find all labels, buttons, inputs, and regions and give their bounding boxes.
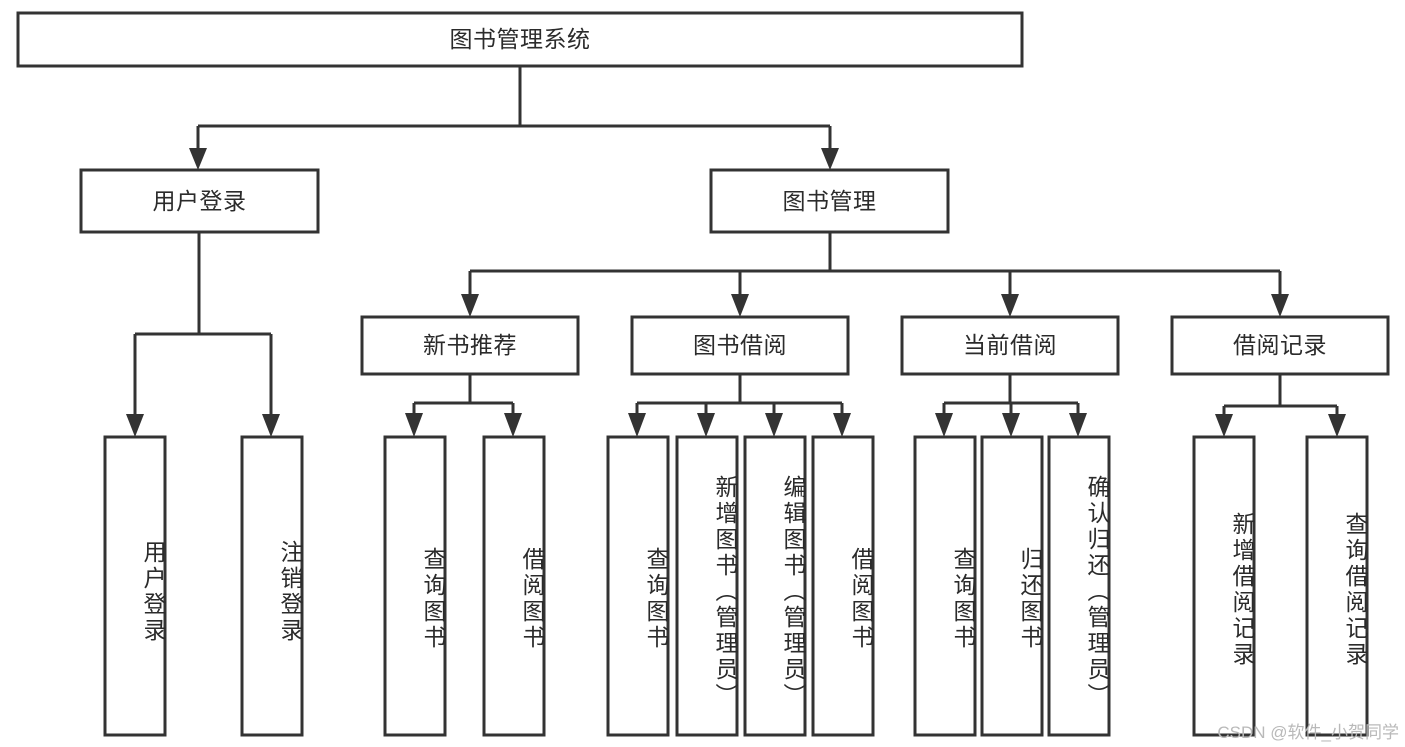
leaf-box-query-borrow-record[interactable] — [1305, 435, 1369, 737]
leaf-box-borrow-book[interactable] — [811, 435, 875, 737]
arrowhead-bookborrow-leaf-4 — [833, 413, 851, 437]
node-book-borrow-box[interactable] — [630, 315, 850, 376]
arrowhead-borrow-record — [1271, 294, 1289, 317]
arrowhead-newbook-leaf-1 — [405, 413, 423, 437]
arrowhead-book-mgmt — [821, 148, 839, 170]
leaf-box-confirm-return-admin[interactable] — [1047, 435, 1111, 737]
node-borrow-record-box[interactable] — [1170, 315, 1390, 376]
arrowhead-currentborrow-leaf-3 — [1069, 413, 1087, 437]
leaf-box-user-login[interactable] — [103, 435, 167, 737]
arrowhead-leaf-user-login — [126, 414, 144, 437]
leaf-box-add-borrow-record[interactable] — [1192, 435, 1256, 737]
leaf-box-query-book-current[interactable] — [913, 435, 977, 737]
arrowhead-current-borrow — [1001, 294, 1019, 317]
node-root-box[interactable] — [16, 11, 1024, 68]
arrowhead-leaf-logout — [262, 414, 280, 437]
leaf-box-query-book-borrow[interactable] — [606, 435, 670, 737]
node-new-book-box[interactable] — [360, 315, 580, 376]
arrowhead-book-borrow — [731, 294, 749, 317]
arrowhead-new-book — [461, 294, 479, 317]
leaf-box-borrow-book-newbook[interactable] — [482, 435, 546, 737]
node-user-login-box[interactable] — [79, 168, 320, 234]
node-book-management-box[interactable] — [709, 168, 950, 234]
arrowhead-borrowrecord-leaf-2 — [1328, 414, 1346, 437]
leaf-box-edit-book-admin[interactable] — [743, 435, 807, 737]
arrowhead-user-login — [189, 148, 207, 170]
leaf-box-return-book[interactable] — [980, 435, 1044, 737]
node-current-borrow-box[interactable] — [900, 315, 1120, 376]
arrowhead-bookborrow-leaf-3 — [765, 413, 783, 437]
arrowhead-bookborrow-leaf-1 — [628, 413, 646, 437]
leaf-box-logout[interactable] — [240, 435, 304, 737]
arrowhead-currentborrow-leaf-2 — [1002, 413, 1020, 437]
leaf-box-query-book-newbook[interactable] — [383, 435, 447, 737]
arrowhead-borrowrecord-leaf-1 — [1215, 414, 1233, 437]
leaf-box-add-book-admin[interactable] — [675, 435, 739, 737]
arrowhead-bookborrow-leaf-2 — [697, 413, 715, 437]
arrowhead-newbook-leaf-2 — [504, 413, 522, 437]
arrowhead-currentborrow-leaf-1 — [935, 413, 953, 437]
